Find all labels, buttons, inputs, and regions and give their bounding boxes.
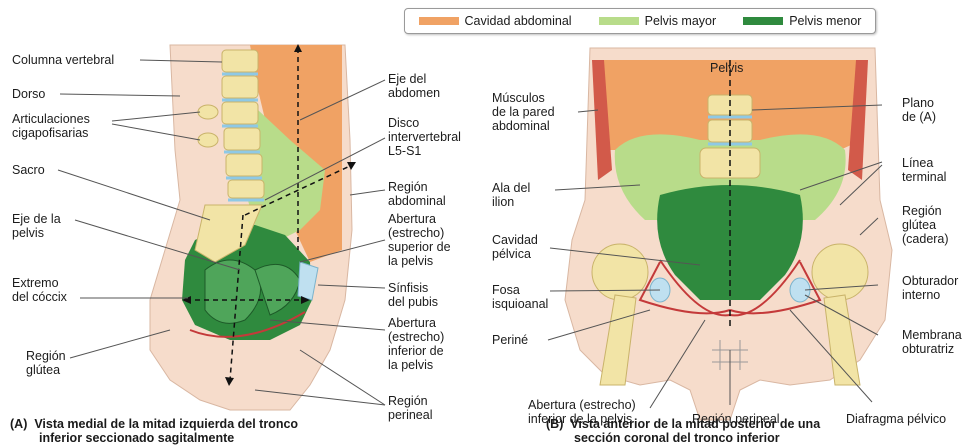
label-abertura-sup-2: (estrecho) [388, 226, 445, 240]
panel-a-leaders [57, 59, 386, 406]
label-pelvis: Pelvis [710, 61, 744, 75]
label-abertura-sup-4: la pelvis [388, 254, 434, 268]
label-articulaciones-1: Articulaciones [12, 112, 90, 126]
label-abertura-sup-3: superior de [388, 240, 451, 254]
label-abertura-inf-b-2: inferior de la pelvis [528, 412, 633, 426]
legend-item-pelvis-mayor: Pelvis mayor [598, 14, 717, 28]
caption-b-line1: (B) Vista anterior de la mitad posterior… [546, 417, 820, 431]
label-disco-1: Disco [388, 116, 420, 130]
label-abertura-inf-b-1: Abertura (estrecho) [528, 398, 636, 412]
caption-a-text: Vista medial de la mitad izquierda del t… [34, 417, 299, 431]
caption-b-line2: sección coronal del tronco inferior [574, 431, 780, 445]
label-columna-vertebral: Columna vertebral [12, 53, 115, 67]
label-region-abdominal-1: Región [388, 180, 428, 194]
label-diafragma: Diafragma pélvico [846, 412, 947, 426]
caption-a-letter: (A) [10, 417, 28, 431]
label-eje-pelvis-1: Eje de la [12, 212, 61, 226]
legend: Cavidad abdominal Pelvis mayor Pelvis me… [404, 8, 876, 34]
label-disco-2: intervertebral [388, 130, 461, 144]
label-membrana-2: obturatriz [902, 342, 955, 356]
label-ala-1: Ala del [492, 181, 531, 195]
label-plano-2: de (A) [902, 110, 937, 124]
label-sinfisis-2: del pubis [388, 295, 439, 309]
label-musculos-3: abdominal [492, 119, 550, 133]
label-eje-abdomen-2: abdomen [388, 86, 441, 100]
label-membrana-1: Membrana [902, 328, 962, 342]
vertebral-column [194, 49, 265, 263]
label-abertura-inf-3: inferior de [388, 344, 444, 358]
legend-swatch [743, 17, 784, 25]
label-region-perineal-1: Región [388, 394, 428, 408]
legend-swatch [598, 17, 639, 25]
label-musculos-2: de la pared [492, 105, 555, 119]
label-region-glutea-b-3: (cadera) [902, 232, 949, 246]
panel-b-illustration [564, 47, 893, 421]
label-sinfisis-1: Sínfisis [388, 281, 429, 295]
legend-item-cavidad-abdominal: Cavidad abdominal [418, 14, 572, 28]
caption-a-line1: (A) Vista medial de la mitad izquierda d… [10, 417, 298, 431]
label-linea-1: Línea [902, 156, 934, 170]
caption-b-text: Vista anterior de la mitad posterior de … [570, 417, 821, 431]
label-region-perineal-b: Región perineal [692, 412, 780, 426]
label-disco-3: L5-S1 [388, 144, 422, 158]
label-obturador-1: Obturador [902, 274, 959, 288]
caption-b-letter: (B) [546, 417, 564, 431]
label-musculos-1: Músculos [492, 91, 545, 105]
label-region-glutea-b-1: Región [902, 204, 942, 218]
panel-a-illustration [149, 44, 356, 411]
label-plano-1: Plano [902, 96, 934, 110]
label-region-glutea-1: Región [26, 349, 66, 363]
label-region-abdominal-2: abdominal [388, 194, 446, 208]
label-abertura-sup-1: Abertura [388, 212, 436, 226]
label-cavidad-2: pélvica [492, 247, 531, 261]
label-dorso: Dorso [12, 87, 46, 101]
label-fosa-1: Fosa [492, 283, 520, 297]
label-abertura-inf-2: (estrecho) [388, 330, 445, 344]
label-abertura-inf-4: la pelvis [388, 358, 434, 372]
caption-a-line2: inferior seccionado sagitalmente [39, 431, 235, 445]
label-extremo-1: Extremo [12, 276, 59, 290]
label-abertura-inf-1: Abertura [388, 316, 436, 330]
legend-item-pelvis-menor: Pelvis menor [743, 14, 861, 28]
label-ala-2: ilion [492, 195, 515, 209]
label-eje-abdomen-1: Eje del [388, 72, 427, 86]
label-region-perineal-2: perineal [388, 408, 433, 422]
legend-label: Pelvis mayor [644, 14, 717, 28]
label-extremo-2: del cóccix [12, 290, 67, 304]
label-obturador-2: interno [902, 288, 941, 302]
label-sacro: Sacro [12, 163, 45, 177]
label-fosa-2: isquioanal [492, 297, 549, 311]
panel-b-leaders [547, 104, 883, 409]
label-linea-2: terminal [902, 170, 947, 184]
label-region-glutea-2: glútea [26, 363, 61, 377]
label-eje-pelvis-2: pelvis [12, 226, 44, 240]
legend-label: Pelvis menor [789, 14, 862, 28]
label-cavidad-1: Cavidad [492, 233, 538, 247]
legend-swatch [418, 17, 459, 25]
legend-label: Cavidad abdominal [464, 14, 572, 28]
label-perine: Periné [492, 333, 529, 347]
label-region-glutea-b-2: glútea [902, 218, 937, 232]
label-articulaciones-2: cigapofisarias [12, 126, 89, 140]
